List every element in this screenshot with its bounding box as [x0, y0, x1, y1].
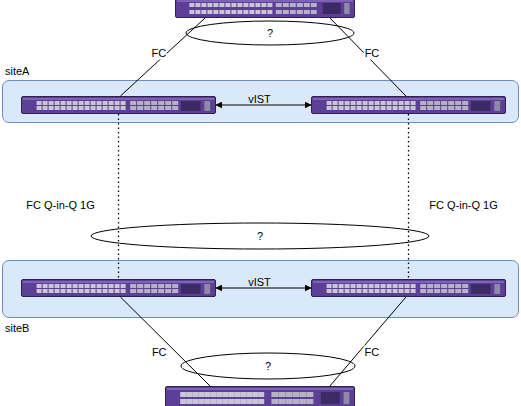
switch-graphic — [165, 386, 355, 406]
network-switch — [165, 386, 355, 406]
group-ellipse: ? — [185, 20, 355, 46]
dotted-link — [408, 114, 409, 279]
switch-graphic — [21, 279, 216, 297]
link-label: FC Q-in-Q 1G — [428, 198, 498, 211]
group-ellipse: ? — [180, 352, 356, 380]
link-line — [120, 18, 205, 96]
ellipse-label: ? — [257, 230, 263, 242]
link-label: vIST — [247, 93, 272, 106]
switch-graphic — [175, 0, 355, 18]
link-line — [216, 288, 311, 289]
switch-graphic — [311, 279, 506, 297]
switch-graphic — [21, 96, 216, 114]
link-label: FC — [364, 345, 381, 358]
link-label: FC — [150, 47, 167, 60]
network-switch — [175, 0, 355, 18]
link-line — [330, 18, 406, 96]
link-label: FC — [364, 47, 381, 60]
group-ellipse: ? — [90, 222, 430, 250]
link-line — [120, 297, 210, 386]
link-line — [330, 297, 406, 386]
network-switch — [311, 279, 506, 297]
link-line — [216, 105, 311, 106]
network-switch — [21, 279, 216, 297]
link-label: FC — [151, 345, 168, 358]
ellipse-label: ? — [267, 27, 273, 39]
network-switch — [21, 96, 216, 114]
ellipse-label: ? — [265, 360, 271, 372]
dotted-link — [118, 114, 119, 279]
switch-graphic — [311, 96, 506, 114]
site-band: siteB — [2, 260, 519, 318]
site-label: siteB — [5, 322, 29, 334]
site-label: siteA — [5, 65, 29, 77]
network-switch — [311, 96, 506, 114]
link-label: vIST — [247, 276, 272, 289]
link-label: FC Q-in-Q 1G — [25, 198, 95, 211]
